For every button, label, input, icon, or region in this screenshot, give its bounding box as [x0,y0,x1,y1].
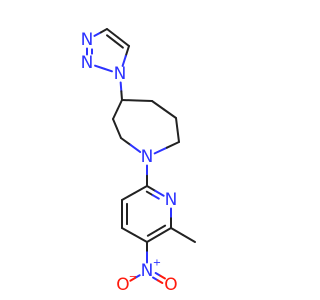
charge-label-nO1: − [129,272,137,283]
bond-aC6-aC5 [151,100,165,111]
bond-layer [86,28,196,284]
bond-aC5-aC4 [136,99,153,102]
bond-pC2-pN1-inner [151,194,160,200]
bond-tC4-tC5-inner [113,40,124,49]
atom-label-nO1: O [116,275,129,295]
bond-tN3-tC4 [99,28,108,34]
bond-aC7-aC6 [175,117,179,131]
charge-label-nN: + [153,258,161,269]
bond-pC3-pC2 [133,185,148,194]
bond-pC6-pC5-inner [155,224,167,232]
bond-nN-nO2-b [159,274,166,280]
bond-aN1-aC7 [153,146,168,155]
bond-pC3-pC2 [121,192,136,201]
bond-aC5-aC4 [121,99,138,102]
bond-tC4-tC5-inner [106,34,116,43]
bond-tN1-aC4 [120,90,123,101]
bond-pC2-pN1-inner [145,190,154,197]
atom-label-pN1: N [165,190,178,210]
bond-pC6-pC5 [146,234,160,243]
bond-tN1-tN2 [94,64,105,70]
bond-tN1-aC4 [119,81,123,93]
bond-tC4-tC5 [117,36,130,47]
bond-aC6-aC5 [163,108,177,119]
bond-pC2-pN1 [154,189,165,197]
bond-aC3-aC2 [112,118,118,130]
bond-tC5-tN1 [124,45,130,57]
bond-pC6-me [170,227,184,236]
atom-label-tN3: N [81,30,94,50]
bond-tC5-tN1 [121,54,127,67]
atom-label-nN: N [141,261,154,281]
atom-label-nO2: O [164,275,177,295]
atom-label-tN2: N [81,53,94,73]
bond-aC4-aC3 [112,108,119,120]
atom-label-tN1: N [114,64,127,84]
atom-label-aN1: N [141,147,154,167]
bond-pC6-pC5 [158,227,172,236]
bond-pC5-pC4 [133,234,148,243]
bond-nN-nO1 [129,277,136,282]
bond-aC2-aN1 [129,143,142,153]
bond-nN-nO2-a [156,279,164,284]
bond-pC6-pC5-inner [146,229,158,237]
bond-tC4-tC5 [106,28,119,39]
bond-aC7-aC6 [176,129,180,143]
bond-pC5-pC4 [121,227,136,236]
bond-pC6-me [182,234,196,243]
bond-aN1-aC7 [165,141,180,149]
bond-tN1-tN2 [102,67,113,73]
bond-aC3-aC2 [116,127,122,139]
bond-pC2-pN1 [146,185,157,192]
bond-aC4-aC3 [116,99,123,111]
bond-aC2-aN1 [120,137,132,146]
bond-tN3-tC4 [93,31,102,37]
